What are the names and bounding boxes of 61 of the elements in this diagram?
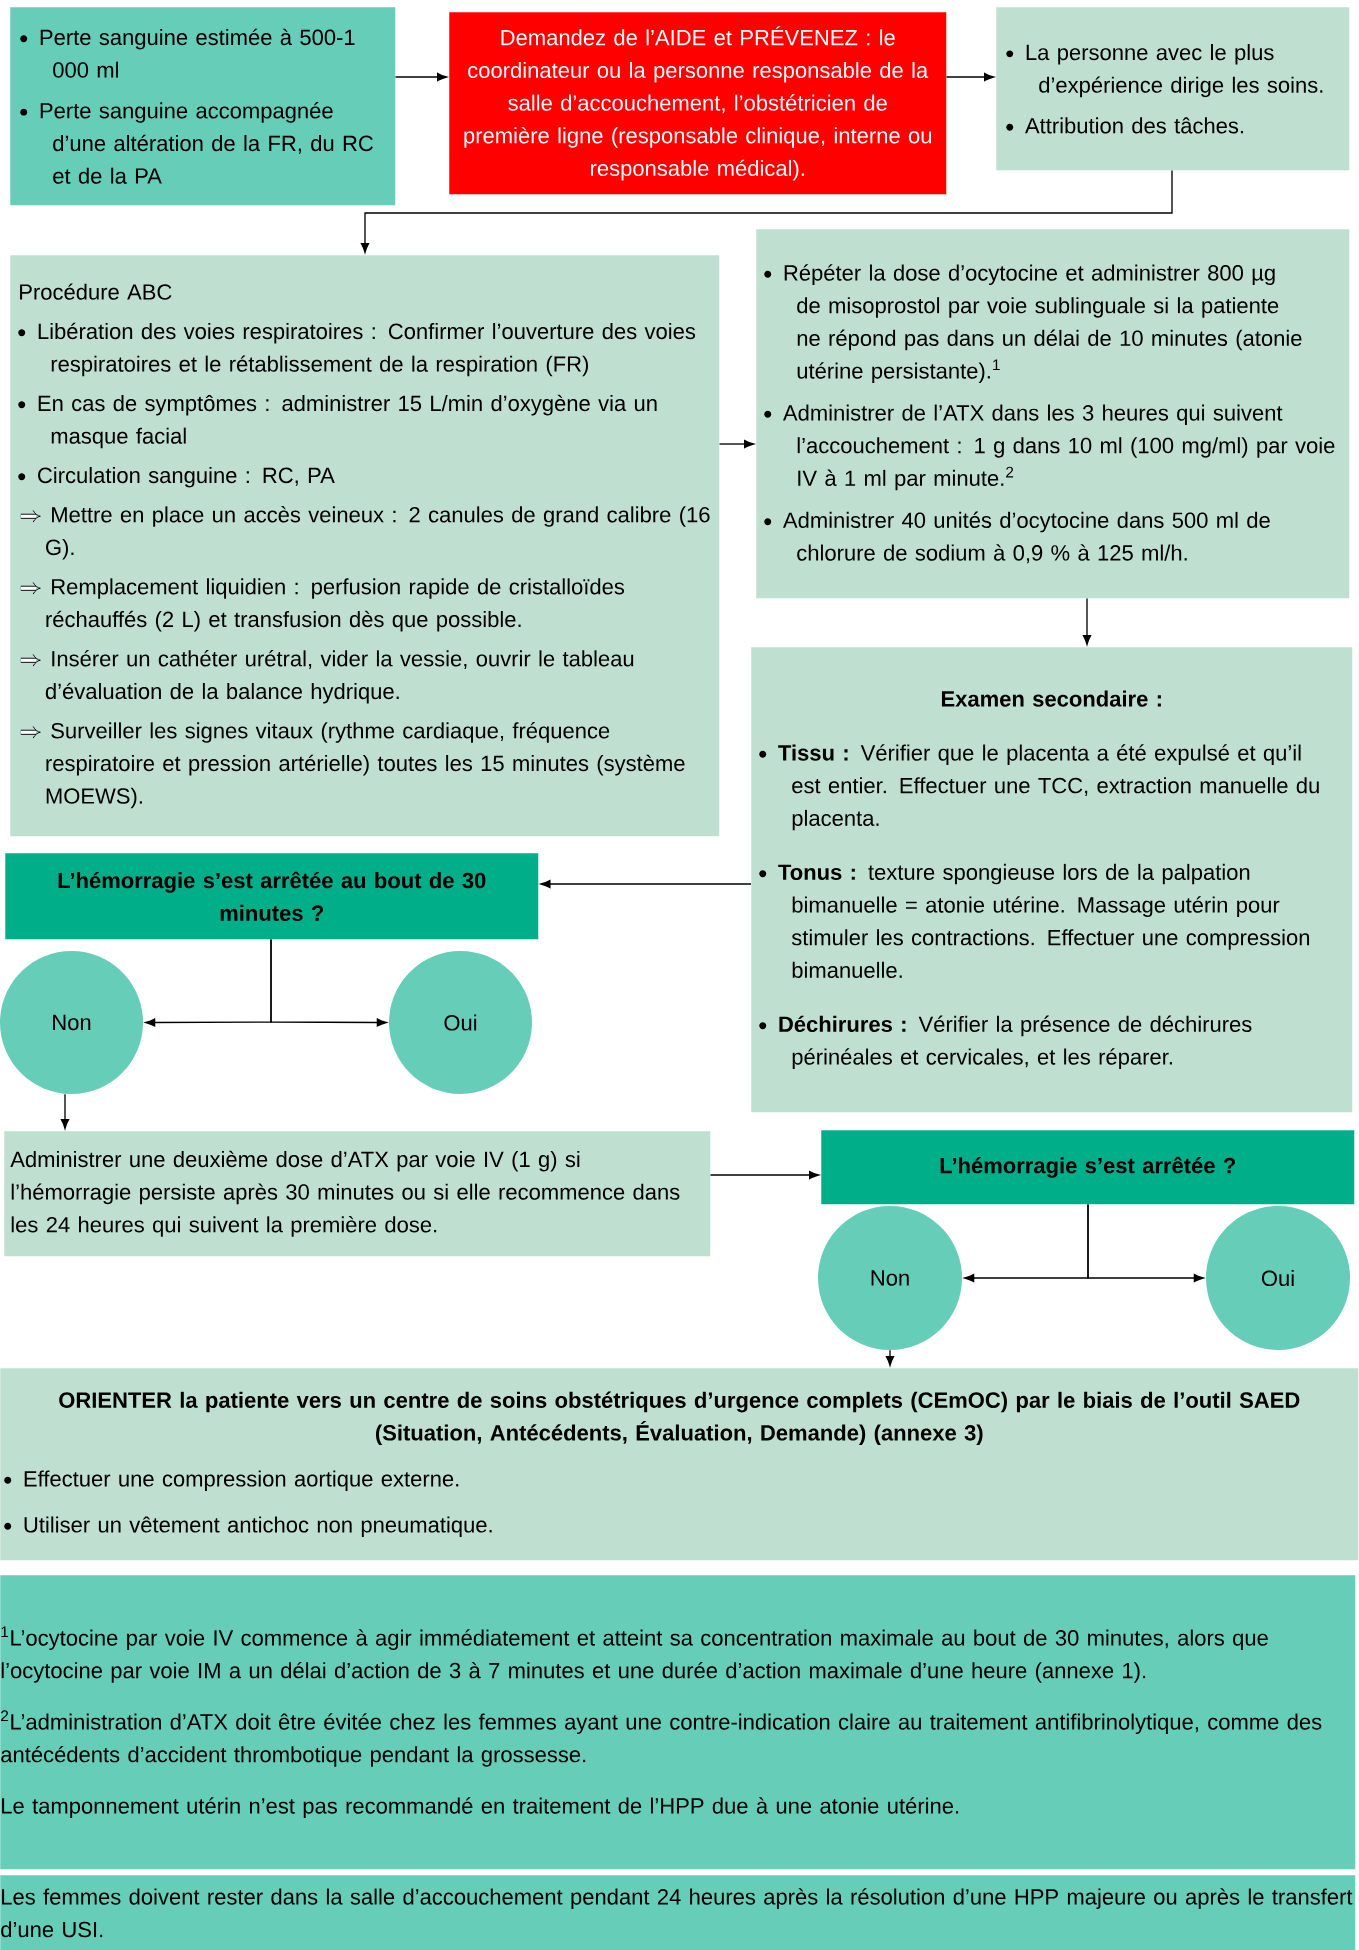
arrow bbox=[1082, 597, 1092, 646]
arrow bbox=[540, 879, 752, 889]
arrow bbox=[60, 1093, 70, 1130]
arrow bbox=[718, 439, 754, 449]
arrow bbox=[1087, 1203, 1204, 1283]
box-text: Le tamponnement utérin n’est pas recommandé en traitement de l’HPP due à une atonie utérine. bbox=[2, 1797, 959, 1819]
process-box bbox=[756, 229, 1350, 599]
decision-box bbox=[821, 1130, 1355, 1205]
process-box bbox=[10, 7, 396, 206]
bullet-item: Tissu : Vérifier que le placenta a été expulsé et qu’il est entier. Effectuer une TCC, extraction manuelle du placenta. bbox=[759, 744, 1319, 831]
bullet-item: Effectuer une compression aortique externe. bbox=[4, 1470, 459, 1491]
alert-box bbox=[449, 12, 947, 195]
decision-box bbox=[5, 853, 539, 940]
arrow bbox=[885, 1349, 895, 1367]
box-text: Administrer une deuxième dose d’ATX par voie IV (1 g) si l’hémorragie persiste après 30 minutes ou si elle recommence dans les 24 heures qui suivent la première dose. bbox=[10, 1150, 680, 1237]
arrow bbox=[945, 72, 994, 82]
bullet-item: Déchirures : Vérifier la présence de déchirures périnéales et cervicales, et les réparer. bbox=[759, 1015, 1252, 1069]
answer-label: Oui bbox=[444, 1014, 477, 1031]
arrow bbox=[270, 938, 387, 1027]
box-heading: L’hémorragie s’est arrêtée au bout de 30 minutes ? bbox=[58, 871, 486, 921]
bullet-item: En cas de symptômes : administrer 15 L/min d’oxygène via un masque facial bbox=[18, 394, 657, 449]
bullet-item: Utiliser un vêtement antichoc non pneumatique. bbox=[4, 1516, 492, 1537]
answer-circle bbox=[1206, 1206, 1350, 1350]
bullet-item: Libération des voies respiratoires : Confirmer l’ouverture des voies respiratoires et le rétablissement de la respiration (FR) bbox=[18, 322, 696, 377]
bullet-item: Répéter la dose d’ocytocine et administrer 800 µg de misoprostol par voie sublinguale si la patiente ne répond pas dans un délai de 10 minutes (atonie utérine persistante).$^{1}$ bbox=[764, 264, 1302, 384]
bullet-item: Tonus : texture spongieuse lors de la palpation bimanuelle = atonie utérine. Massage utérin pour stimuler les contractions. Effectuer une compression bimanuelle. bbox=[759, 863, 1310, 978]
box-heading: Examen secondaire : bbox=[941, 690, 1161, 707]
bullet-item: Perte sanguine accompagnée d’une altération de la FR, du RC et de la PA bbox=[20, 102, 373, 184]
arrow-item: Remplacement liquidien : perfusion rapide de cristalloïdes réchauffés (2 L) et transfusion dès que possible. bbox=[20, 578, 625, 632]
note-box bbox=[0, 1575, 1356, 1870]
answer-label: Non bbox=[53, 1014, 91, 1031]
answer-label: Non bbox=[871, 1270, 909, 1286]
arrow-item: Insérer un cathéter urétral, vider la vessie, ouvrir le tableau d’évaluation de la balance hydrique. bbox=[20, 650, 634, 704]
bullet-item: Administrer de l’ATX dans les 3 heures qui suivent l’accouchement : 1 g dans 10 ml (100 mg/ml) par voie IV à 1 ml par minute.$^{2}$ bbox=[764, 404, 1335, 491]
box-text: $^{2}$L’administration d’ATX doit être évitée chez les femmes ayant une contre-indication claire au traitement antifibrinolytique, comme des antécédents d’accident thrombotique pendant la grossesse. bbox=[1, 1710, 1322, 1767]
box-text: $^{1}$L’ocytocine par voie IV commence à agir immédiatement et atteint sa concentration maximale au bout de 30 minutes, alors que l’ocytocine par voie IM a un délai d’action de 3 à 7 minutes et une durée d’action maximale d’une heure (annexe 1). bbox=[1, 1626, 1268, 1683]
arrow bbox=[360, 169, 1173, 254]
process-box bbox=[0, 1368, 1359, 1561]
box-text: Demandez de l’AIDE et PRÉVENEZ : le coordinateur ou la personne responsable de la salle d’accouchement, l’obstétricien de première ligne (responsable clinique, interne ou responsable médical). bbox=[464, 26, 931, 181]
answer-label: Oui bbox=[1261, 1269, 1294, 1287]
process-box bbox=[4, 1131, 711, 1257]
box-heading: ORIENTER la patiente vers un centre de soins obstétriques d’urgence complets (CEmOC) par le biais de l’outil SAED (Situation, Antécédents, Évaluation, Demande) (annexe 3) bbox=[59, 1391, 1300, 1445]
arrow-item: Mettre en place un accès veineux : 2 canules de grand calibre (16 G). bbox=[20, 506, 710, 560]
process-box bbox=[751, 647, 1353, 1113]
answer-circle bbox=[0, 951, 143, 1094]
arrow bbox=[709, 1170, 819, 1180]
box-text: Les femmes doivent rester dans la salle d’accouchement pendant 24 heures après la résolution d’une HPP majeure ou après le transfert d’une USI. bbox=[1, 1888, 1353, 1938]
box-text: Procédure ABC bbox=[20, 283, 172, 300]
answer-circle bbox=[389, 951, 532, 1094]
arrow bbox=[394, 72, 447, 82]
bullet-item: La personne avec le plus d’expérience dirige les soins. bbox=[1006, 44, 1323, 98]
bullet-item: Attribution des tâches. bbox=[1006, 117, 1243, 134]
note-box bbox=[0, 1875, 1356, 1950]
bullet-item: Administrer 40 unités d’ocytocine dans 500 ml de chlorure de sodium à 0,9 % à 125 ml/h. bbox=[764, 511, 1270, 564]
process-box bbox=[996, 7, 1350, 171]
box-heading: L’hémorragie s’est arrêtée ? bbox=[940, 1156, 1235, 1178]
bullet-item: Circulation sanguine : RC, PA bbox=[18, 467, 335, 488]
answer-circle bbox=[818, 1206, 962, 1350]
bullet-item: Perte sanguine estimée à 500-1 000 ml bbox=[20, 28, 355, 78]
arrow-item: Surveiller les signes vitaux (rythme cardiaque, fréquence respiratoire et pression artérielle) toutes les 15 minutes (système MOEWS). bbox=[20, 722, 685, 809]
process-box bbox=[10, 255, 720, 837]
